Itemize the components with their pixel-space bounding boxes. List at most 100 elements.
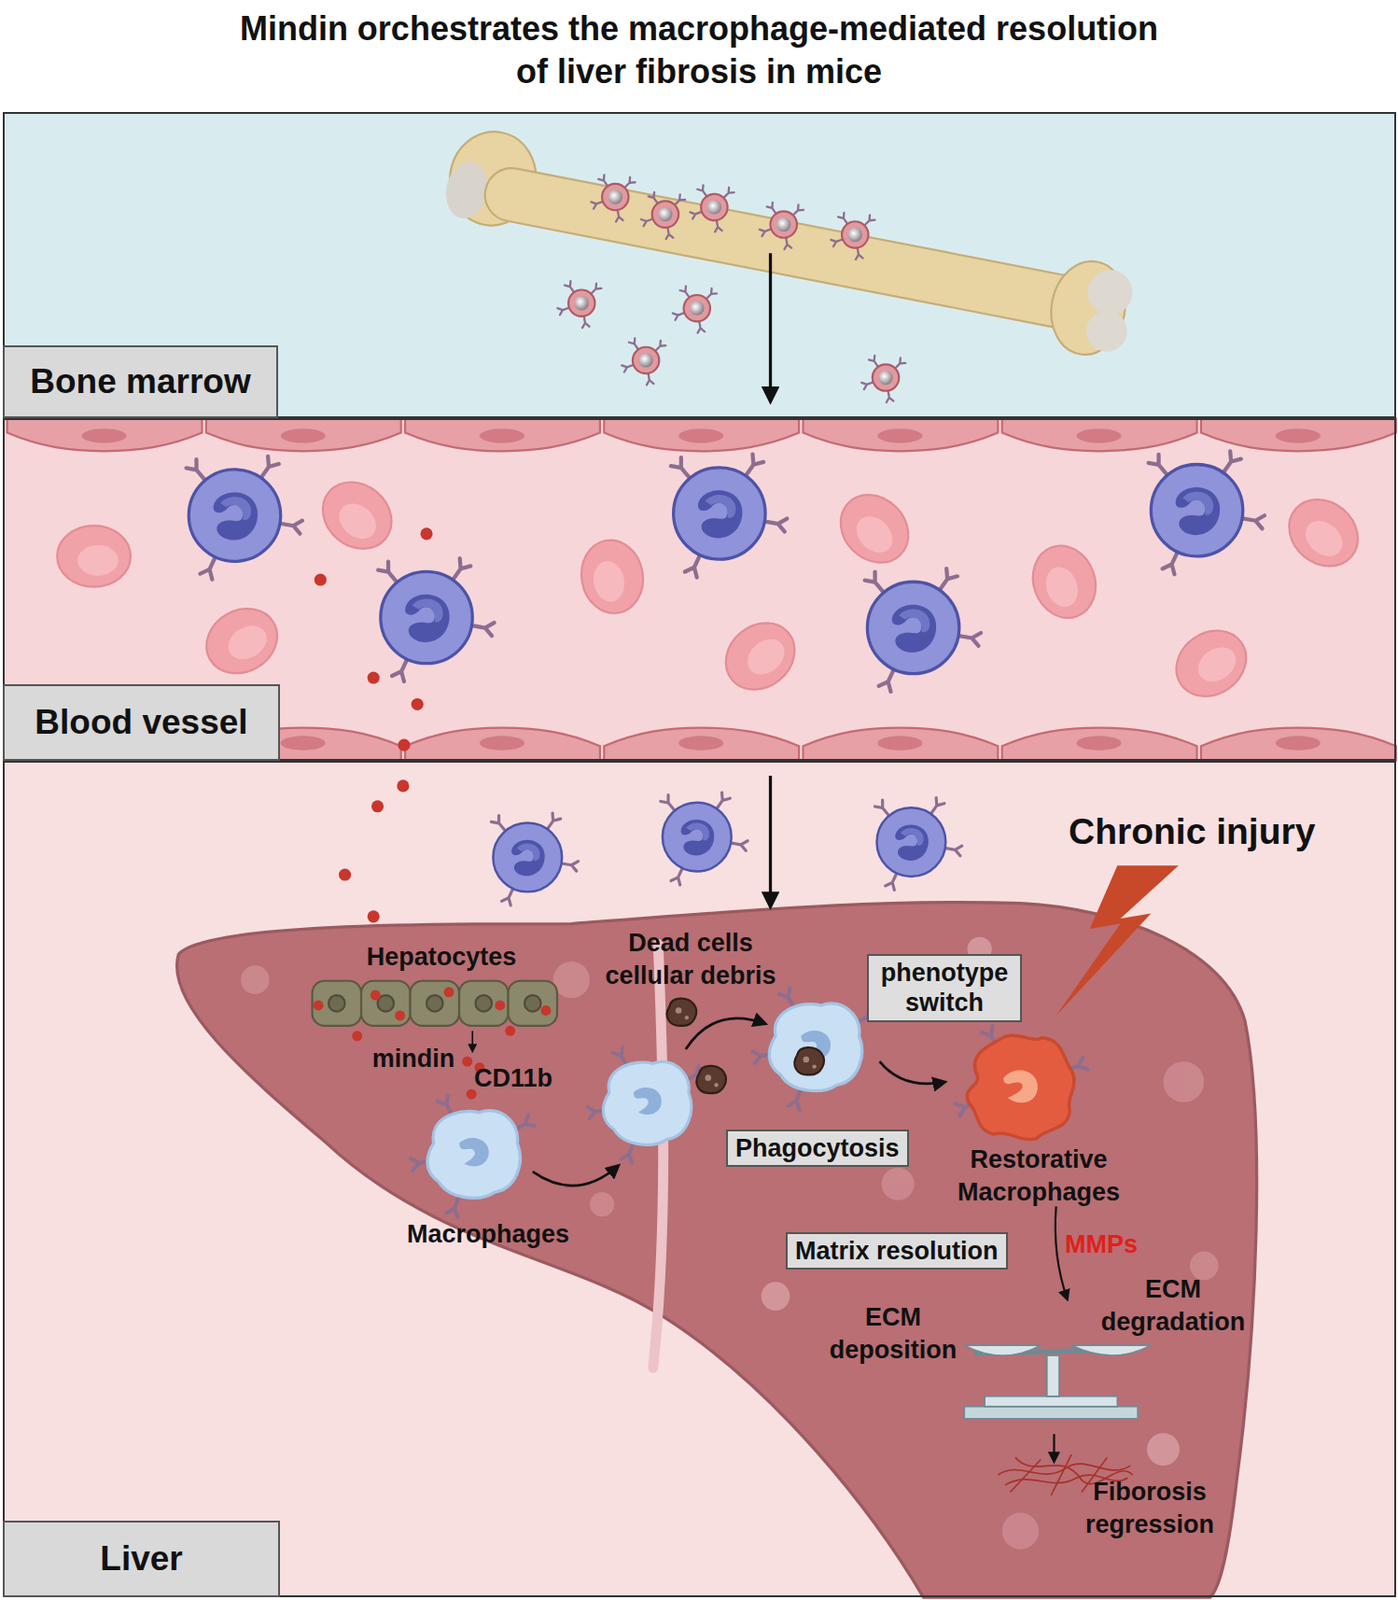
red-blood-cell [712, 609, 808, 704]
flow-arrow [768, 775, 772, 907]
endothelial-cell [206, 418, 402, 451]
annotation-label: Dead cells cellular debris [590, 926, 792, 993]
hepatocyte [312, 980, 362, 1026]
red-blood-cell [826, 480, 923, 576]
hepatocyte [508, 980, 558, 1026]
lightning-bolt [1056, 865, 1179, 1016]
fiber [1009, 1453, 1107, 1496]
scale-pillar [1047, 1355, 1060, 1397]
annotation-label: mindin [338, 1042, 489, 1076]
panel-band: Blood vessel [2, 418, 1397, 761]
panel-label: Blood vessel [2, 684, 280, 761]
endothelial-cell [7, 418, 203, 451]
progenitor-cell [672, 286, 717, 334]
progenitor-cell [830, 212, 875, 260]
macrophage [752, 987, 877, 1110]
cell-debris [794, 1047, 824, 1075]
mindin-dot [370, 990, 381, 1001]
monocyte [186, 456, 303, 580]
macrophage [410, 1094, 535, 1217]
bone [438, 124, 1143, 363]
bone-marrow-background [2, 111, 1396, 419]
mindin-dot [541, 1005, 552, 1016]
red-blood-cell [195, 596, 290, 686]
cartilage [1082, 307, 1131, 355]
liver-shape [177, 902, 1258, 1598]
process-box: Matrix resolution [785, 1231, 1008, 1270]
mindin-dot [313, 1000, 324, 1011]
macrophage [587, 1047, 705, 1163]
progenitor-cell [621, 337, 666, 385]
mindin-dot [351, 1030, 363, 1041]
mindin-dot [494, 1000, 505, 1011]
liver-spot [553, 961, 590, 998]
mindin-dot [367, 909, 380, 923]
endothelial-cell [603, 727, 799, 761]
monocyte [865, 568, 981, 692]
progenitor-cell [641, 192, 686, 239]
red-blood-cell [1022, 536, 1106, 627]
liver-ligament [653, 943, 664, 1368]
cartilage [1083, 265, 1136, 319]
mindin-dot [394, 1009, 406, 1021]
progenitor-cell [690, 184, 735, 232]
secretion-arrow [471, 1030, 474, 1051]
mindin-dot [419, 527, 433, 540]
cell-debris [696, 1065, 726, 1093]
process-box: Phagocytosis [726, 1129, 909, 1167]
liver-spot [1162, 1061, 1204, 1103]
vessel-background [2, 418, 1396, 760]
red-blood-cell [56, 525, 131, 588]
box-text: Matrix resolution [795, 1235, 999, 1266]
endothelial-cell [1002, 418, 1198, 451]
process-arrow [685, 1018, 766, 1049]
endothelial-cell [1201, 418, 1397, 451]
cell-debris [667, 998, 697, 1026]
mindin-dot [314, 573, 327, 586]
monocyte [377, 558, 494, 682]
mindin-dot [444, 986, 455, 997]
hepatocyte [410, 980, 460, 1026]
mindin-dot [367, 671, 380, 684]
process-box: phenotype switch [866, 953, 1022, 1022]
box-text: phenotype switch [876, 957, 1013, 1019]
mindin-dot [338, 867, 351, 881]
scale-pan [964, 1344, 1041, 1356]
bone-shaft [480, 163, 1092, 333]
liver-spot [1002, 1511, 1039, 1549]
diagram-title: Mindin orchestrates the macrophage-media… [232, 7, 1166, 94]
endothelial-cell [1002, 727, 1198, 761]
endothelial-cell [603, 418, 799, 451]
scale-base [984, 1396, 1118, 1407]
annotation-label: Macrophages [366, 1217, 610, 1251]
panel-band: Bone marrow [2, 111, 1397, 419]
mindin-dot [504, 1025, 516, 1036]
mindin-dots [314, 527, 434, 960]
red-blood-cell [308, 468, 405, 563]
panel-label: Bone marrow [2, 345, 279, 419]
monocyte [874, 797, 962, 891]
mindin-dot [397, 739, 410, 752]
monocyte [490, 812, 578, 906]
liver-spot [240, 964, 270, 994]
endothelial-cell [405, 418, 601, 451]
hepatocyte [459, 980, 508, 1026]
annotation-label: ECM deposition [809, 1300, 978, 1367]
monocyte [671, 454, 787, 578]
annotation-label: Chronic injury [1068, 808, 1315, 856]
illustration-layer [2, 111, 1396, 1597]
endothelial-cell [405, 727, 601, 761]
annotation-label: Fiborosis regression [1056, 1475, 1244, 1541]
annotation-label: CD11b [438, 1062, 588, 1095]
red-blood-cell [575, 534, 649, 618]
flow-arrow [768, 252, 772, 402]
progenitor-cell [557, 280, 602, 328]
balance-scale [964, 1344, 1151, 1419]
scale-pan [1071, 1344, 1151, 1356]
scale-base [964, 1406, 1138, 1419]
red-blood-cell [1163, 616, 1259, 710]
progenitor-cell [759, 202, 804, 250]
liver-texture [240, 936, 1218, 1550]
